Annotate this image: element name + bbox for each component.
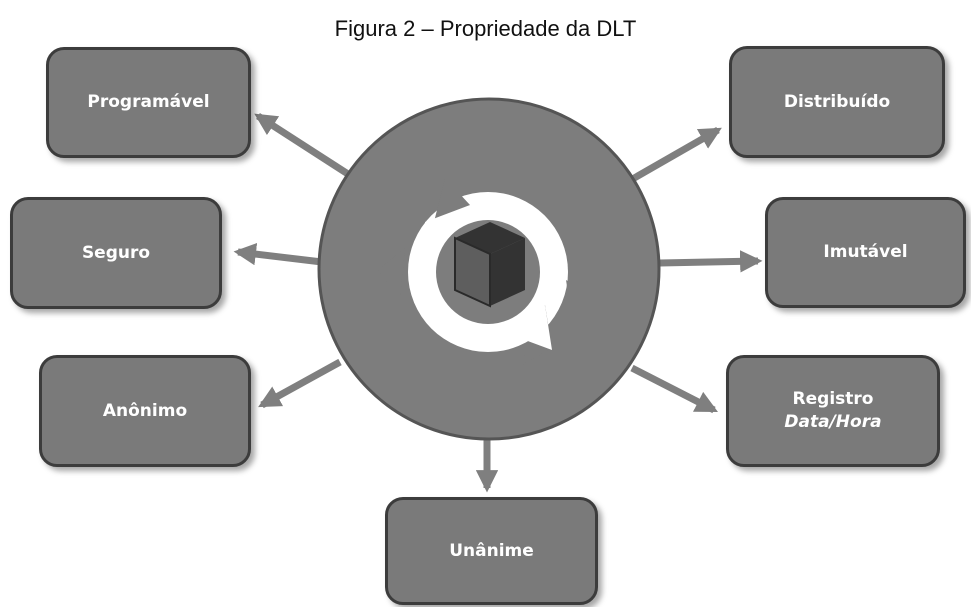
node-registro: Registro Data/Hora xyxy=(726,355,940,467)
arrow-to-imutavel xyxy=(659,250,763,273)
node-seguro: Seguro xyxy=(10,197,222,309)
node-label: Anônimo xyxy=(102,400,188,421)
arrow-to-registro xyxy=(630,364,718,414)
node-label: Imutável xyxy=(823,242,908,263)
figure-title: Figura 2 – Propriedade da DLT xyxy=(334,16,637,41)
node-distribuido: Distribuído xyxy=(729,46,945,158)
node-label: Programável xyxy=(87,92,210,113)
node-imutavel: Imutável xyxy=(765,197,966,308)
node-unanime: Unânime xyxy=(385,497,598,605)
cube-icon xyxy=(454,222,525,308)
node-sublabel: Data/Hora xyxy=(784,412,882,432)
arrow-to-seguro xyxy=(233,242,323,266)
node-label: Distribuído xyxy=(783,91,891,112)
hub-circle xyxy=(317,97,661,441)
node-programavel: Programável xyxy=(46,47,251,158)
node-label: Unânime xyxy=(449,540,534,561)
arrow-to-anonimo xyxy=(258,358,342,409)
node-label: Registro xyxy=(792,389,874,410)
node-anonimo: Anônimo xyxy=(39,355,251,467)
arrow-to-distribuido xyxy=(620,126,722,189)
node-label: Seguro xyxy=(81,242,151,263)
